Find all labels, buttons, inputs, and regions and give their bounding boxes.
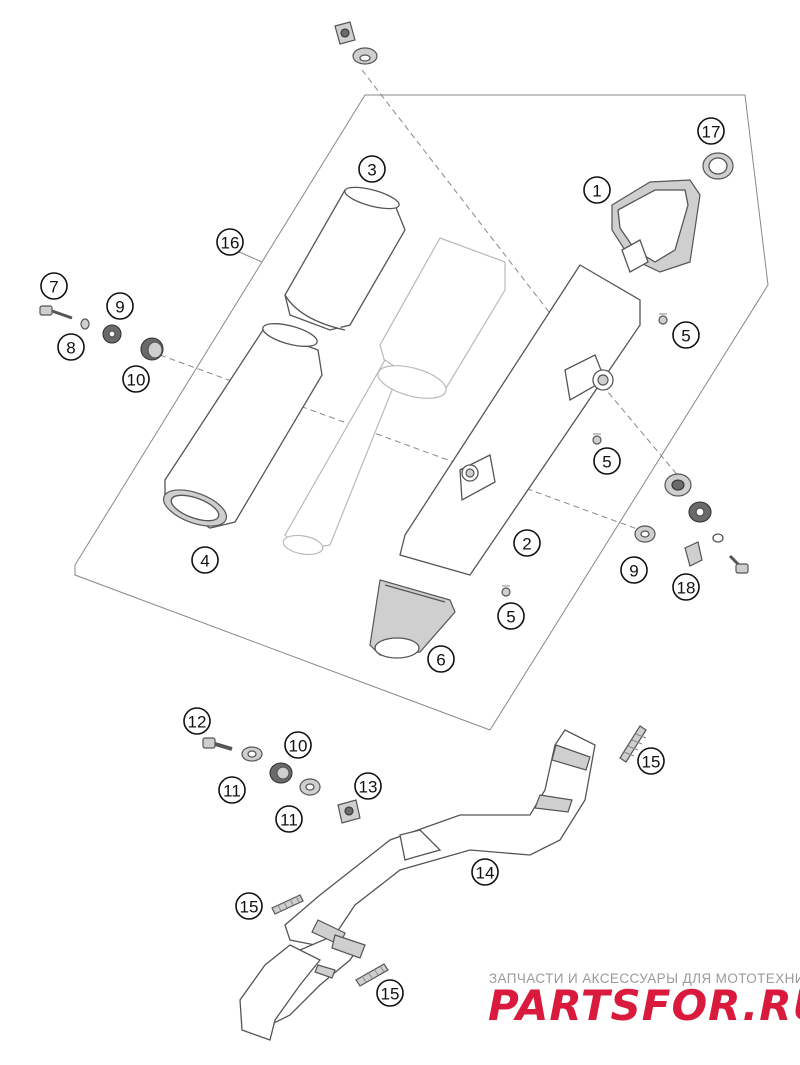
svg-text:9: 9 — [629, 562, 638, 581]
screw — [592, 433, 602, 445]
callout-8: 8 — [57, 333, 85, 361]
watermark-tagline: ЗАПЧАСТИ И АКСЕССУАРЫ ДЛЯ МОТОТЕХНИКИ — [489, 971, 800, 986]
bolt — [39, 305, 73, 320]
callout-10: 10 — [122, 365, 150, 393]
svg-text:13: 13 — [359, 778, 378, 797]
spring — [271, 894, 304, 915]
axis-line — [601, 384, 681, 479]
svg-text:8: 8 — [66, 339, 75, 358]
clip-nut — [337, 799, 361, 824]
end-cap — [611, 179, 701, 273]
callout-12: 12 — [183, 707, 211, 735]
svg-text:15: 15 — [642, 753, 661, 772]
callout-4: 4 — [191, 546, 219, 574]
washer — [634, 525, 656, 543]
svg-text:5: 5 — [602, 453, 611, 472]
watermark-logo: PARTSFOR.RU — [488, 981, 800, 1030]
callout-2: 2 — [513, 529, 541, 557]
assembly-frame — [74, 94, 769, 731]
callout-3: 3 — [358, 155, 386, 183]
spring — [619, 725, 647, 763]
washer — [688, 501, 712, 523]
bolt — [728, 554, 749, 574]
svg-text:18: 18 — [677, 579, 696, 598]
callout-13: 13 — [354, 772, 382, 800]
svg-text:15: 15 — [240, 898, 259, 917]
svg-text:16: 16 — [221, 234, 240, 253]
svg-text:3: 3 — [367, 161, 376, 180]
screw — [658, 313, 668, 325]
callout-6: 6 — [427, 645, 455, 673]
end-cone — [369, 579, 456, 659]
callout-11: 11 — [218, 776, 246, 804]
svg-text:17: 17 — [702, 123, 721, 142]
end-cap-ring — [702, 152, 734, 180]
muffler-bracket — [399, 264, 641, 576]
callout-16: 16 — [216, 228, 244, 256]
washer — [241, 746, 263, 762]
header-pipe — [239, 729, 596, 1041]
svg-text:12: 12 — [188, 713, 207, 732]
svg-text:11: 11 — [223, 782, 241, 801]
callout-11: 11 — [275, 805, 303, 833]
washer — [712, 533, 724, 543]
svg-text:11: 11 — [280, 811, 298, 830]
callout-9: 9 — [620, 556, 648, 584]
svg-text:6: 6 — [436, 651, 445, 670]
svg-text:7: 7 — [49, 278, 58, 297]
svg-text:5: 5 — [506, 608, 515, 627]
callout-18: 18 — [672, 573, 700, 601]
svg-text:4: 4 — [200, 552, 209, 571]
grommet — [269, 762, 293, 784]
clip-nut — [684, 541, 703, 567]
washer — [299, 778, 321, 796]
callout-14: 14 — [471, 858, 499, 886]
grommet — [140, 337, 164, 361]
washer — [352, 47, 378, 65]
muffler-outer-shell — [162, 323, 323, 529]
muffler-sleeve — [284, 186, 406, 331]
spring — [355, 963, 389, 987]
svg-text:2: 2 — [522, 535, 531, 554]
callout-9: 9 — [106, 292, 134, 320]
callout-5: 5 — [672, 321, 700, 349]
svg-text:9: 9 — [115, 298, 124, 317]
bolt — [202, 737, 233, 751]
callout-7: 7 — [40, 272, 68, 300]
svg-text:14: 14 — [476, 864, 495, 883]
svg-text:10: 10 — [289, 737, 308, 756]
washer — [80, 318, 90, 330]
svg-text:10: 10 — [127, 371, 146, 390]
washer — [102, 324, 122, 344]
callout-1: 1 — [583, 176, 611, 204]
clip-nut — [334, 21, 356, 45]
svg-text:15: 15 — [381, 985, 400, 1004]
callout-17: 17 — [697, 117, 725, 145]
callout-5: 5 — [593, 447, 621, 475]
callout-15: 15 — [376, 979, 404, 1007]
callout-15: 15 — [235, 892, 263, 920]
callout-15: 15 — [637, 747, 665, 775]
screw — [501, 585, 511, 597]
callout-5: 5 — [497, 602, 525, 630]
svg-text:1: 1 — [592, 182, 601, 201]
grommet — [664, 473, 692, 497]
svg-text:5: 5 — [681, 327, 690, 346]
muffler-insert — [282, 237, 506, 556]
callout-10: 10 — [284, 731, 312, 759]
